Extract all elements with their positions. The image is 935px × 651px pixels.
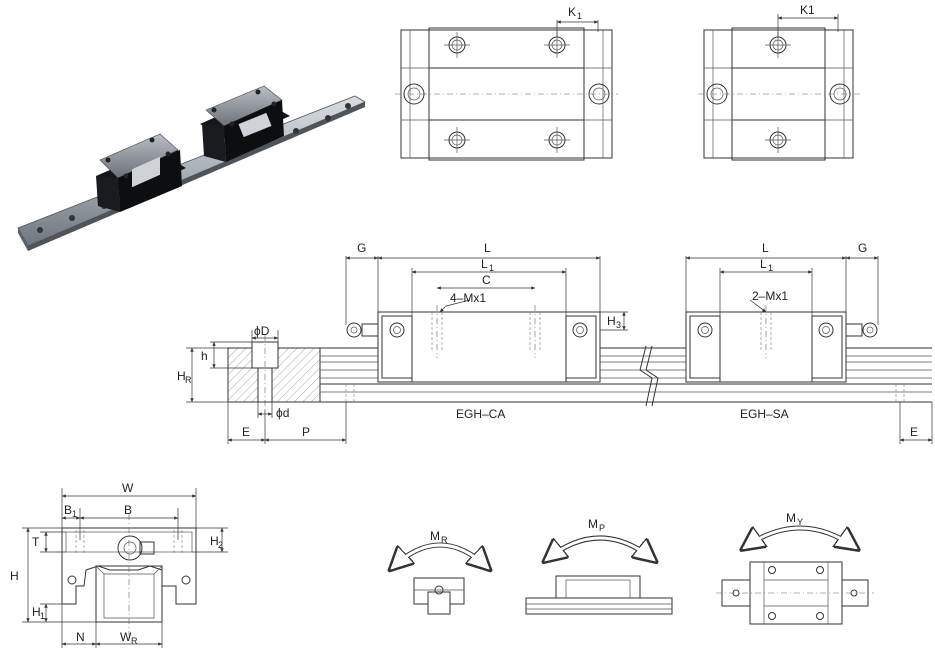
my-label: M [786,511,796,525]
e-label-right: E [910,425,918,439]
c-label: C [482,273,491,287]
wr-label: W [120,630,132,644]
mr-label: M [430,529,440,543]
l1-label-right-sub: 1 [768,263,773,273]
b1-label-sub: 1 [72,509,77,519]
k1-label-left: K [568,5,576,19]
side-view [186,256,933,444]
p-label: P [302,425,310,439]
g-label-left: G [357,241,366,255]
l1-label-left: L [481,257,488,271]
h-big-label: H [10,569,19,583]
h-small-label: h [201,349,208,363]
mp-label: M [588,517,598,531]
wr-label-sub: R [131,636,138,646]
my-label-sub: Y [797,517,803,527]
hr-label-sub: R [185,375,192,385]
k1-label-right: K1 [800,3,815,17]
h2-label: H [210,534,219,548]
mp-label-sub: P [599,523,605,533]
egh-sa-label: EGH–SA [740,407,789,421]
h3-label: H [607,314,616,328]
moment-mr-diagram [392,542,488,615]
w-label: W [122,481,134,495]
front-view [22,488,228,648]
phi-big-d-label: ϕD [254,324,270,338]
l1-label-right: L [760,257,767,271]
moment-mp-diagram [525,535,673,615]
e-label-left: E [242,425,250,439]
t-label: T [32,535,40,549]
moment-my-diagram [716,525,874,625]
h3-label-sub: 3 [616,320,621,330]
mx-label-left: 4–Mx1 [450,291,486,305]
h1-label-sub: 1 [40,611,45,621]
egh-ca-label: EGH–CA [456,407,505,421]
mr-label-sub: R [441,535,448,545]
g-label-right: G [858,241,867,255]
h1-label: H [32,605,41,619]
phi-small-d-label: ϕd [276,406,289,420]
product-photo [17,85,366,251]
top-view-short-block [698,14,860,161]
b1-label: B [64,503,72,517]
top-view-long-block [395,20,618,161]
h2-label-sub: 2 [218,540,223,550]
l-label-left: L [484,241,491,255]
n-label: N [76,630,85,644]
mx-label-right: 2–Mx1 [752,289,788,303]
hr-label: H [177,369,186,383]
l-label-right: L [762,241,769,255]
b-label: B [124,503,132,517]
k1-label-left-sub: 1 [577,11,582,21]
l1-label-left-sub: 1 [489,263,494,273]
